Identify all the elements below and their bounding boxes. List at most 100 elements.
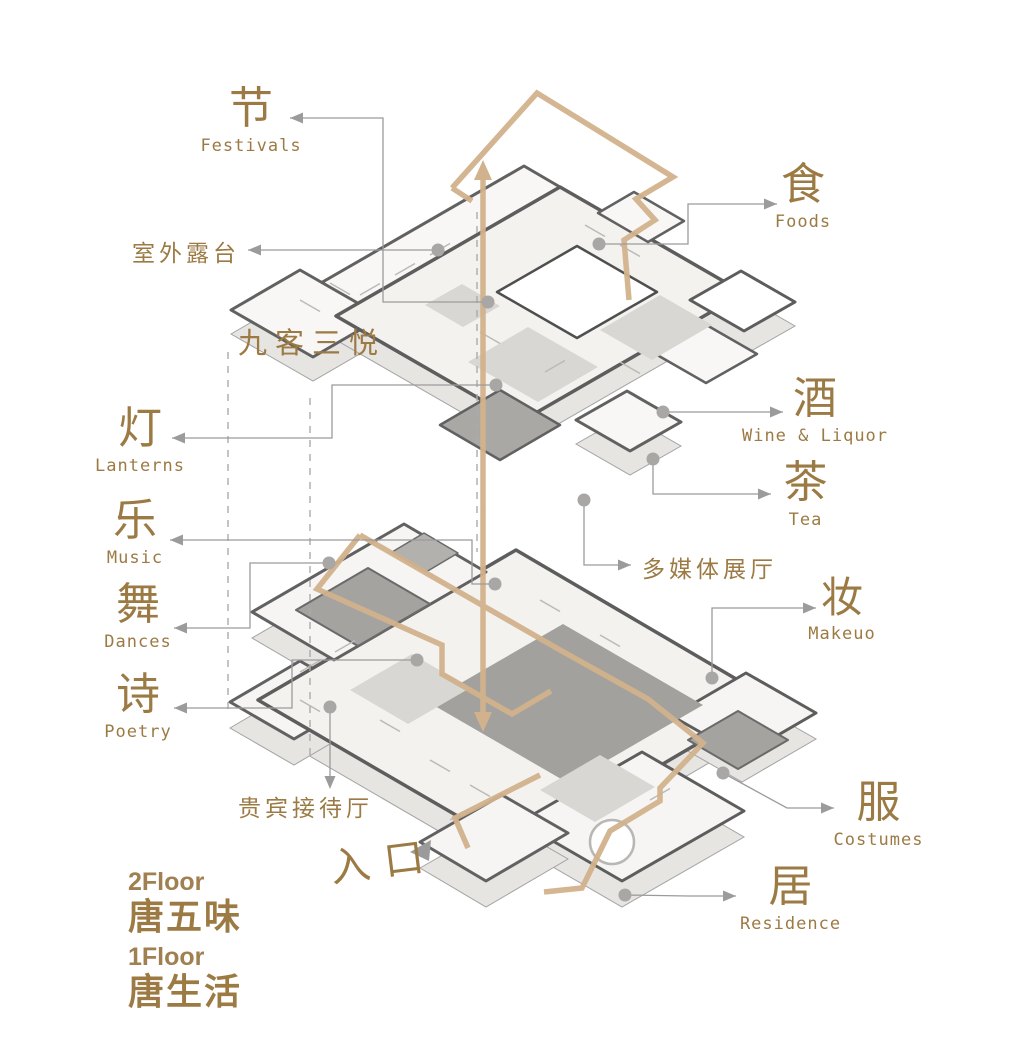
foods-zh: 食 — [781, 159, 825, 210]
room-label-lanterns: 灯 Lanterns — [90, 403, 190, 477]
tea-en: Tea — [788, 510, 823, 531]
room-label-foods: 食 Foods — [748, 159, 858, 233]
entrance-arrow-icon — [410, 840, 431, 861]
leader-makeup — [711, 607, 816, 678]
leader-dances — [174, 562, 329, 629]
room-label-music: 乐 Music — [85, 495, 185, 569]
room-label-makeup: 妆 Makeuo — [792, 573, 892, 645]
projection-dashed-lines — [227, 212, 478, 758]
2f-courtyard-patch — [468, 327, 598, 402]
annotation-multimedia: 多媒体展厅 — [642, 557, 777, 583]
1f-east-room-dark — [687, 710, 789, 770]
arrow-left-icon — [174, 702, 187, 714]
festivals-zh: 节 — [229, 83, 273, 134]
2f-central-room — [495, 244, 659, 340]
tea-zh: 茶 — [783, 457, 828, 508]
route-arrow-down-icon — [474, 712, 492, 732]
leader-dot — [489, 378, 503, 392]
costumes-en: Costumes — [833, 830, 924, 851]
legend-1floor-name: 唐生活 — [128, 971, 243, 1012]
leader-dot — [488, 577, 502, 591]
annotation-nine-guests: 九客三悦 — [238, 326, 387, 360]
leader-music — [170, 539, 495, 585]
floor-legend: 2Floor 唐五味 1Floor 唐生活 — [128, 870, 242, 1020]
leader-dot — [618, 888, 632, 902]
room-label-residence: 居 Residence — [738, 861, 843, 935]
wine-en: Wine & Liquor — [741, 426, 889, 447]
leader-tea — [652, 459, 771, 495]
route-entrance-spur — [451, 772, 542, 850]
arrow-left-icon — [290, 112, 303, 124]
arrow-right-icon — [803, 602, 816, 614]
leader-residence — [624, 894, 736, 897]
arrow-right-icon — [764, 198, 777, 210]
wine-zh: 酒 — [793, 373, 837, 424]
room-label-poetry: 诗 Poetry — [88, 669, 188, 743]
room-label-festivals: 节 Festivals — [195, 83, 307, 157]
lanterns-zh: 灯 — [118, 403, 162, 454]
route-1f-upper — [358, 532, 708, 895]
arrow-left-icon — [174, 622, 187, 634]
leader-dot — [323, 700, 337, 714]
leader-multimedia — [583, 500, 631, 566]
visitor-route — [312, 89, 708, 895]
poetry-en: Poetry — [104, 722, 172, 743]
legend-1floor-label: 1Floor — [128, 943, 205, 971]
makeup-zh: 妆 — [820, 573, 863, 622]
leader-dot — [592, 237, 606, 251]
leader-dot — [705, 671, 719, 685]
music-en: Music — [106, 548, 164, 569]
legend-2floor-label: 2Floor — [128, 868, 205, 896]
room-label-dances: 舞 Dances — [88, 581, 188, 653]
route-roof-left — [450, 185, 474, 204]
foods-en: Foods — [774, 212, 832, 233]
annotation-terrace: 室外露台 — [132, 241, 240, 267]
leader-dots — [322, 237, 730, 902]
2f-sw-room-floor — [438, 388, 562, 462]
music-zh: 乐 — [113, 495, 157, 546]
legend-2floor-name: 唐五味 — [128, 896, 243, 937]
leader-lanterns — [172, 384, 496, 439]
arrow-right-icon — [758, 488, 771, 500]
arrow-left-icon — [248, 244, 261, 256]
room-label-tea: 茶 Tea — [758, 457, 853, 531]
makeup-en: Makeuo — [808, 624, 876, 645]
leader-dot — [716, 766, 730, 780]
lanterns-en: Lanterns — [95, 456, 185, 477]
2f-south-room-floor — [574, 389, 683, 453]
festivals-en: Festivals — [200, 136, 302, 157]
route-arrowheads — [474, 160, 492, 732]
arrow-down-icon — [324, 776, 336, 789]
dances-en: Dances — [104, 632, 172, 653]
2f-east-room-floor — [688, 269, 797, 333]
leader-dot — [646, 452, 660, 466]
leader-dot — [410, 653, 424, 667]
leader-dot — [577, 493, 591, 507]
2f-courtyard-patch — [600, 295, 712, 360]
1f-central-hall — [428, 624, 703, 783]
leader-arrowheads — [170, 112, 834, 902]
room-label-wine: 酒 Wine & Liquor — [736, 373, 894, 447]
route-roof-loop — [449, 89, 679, 301]
leader-dot — [322, 556, 336, 570]
residence-en: Residence — [739, 914, 842, 935]
leader-dot — [481, 295, 495, 309]
arrow-left-icon — [170, 534, 183, 546]
arrow-right-icon — [770, 406, 783, 418]
leader-festivals — [290, 117, 488, 303]
annotation-vip: 贵宾接待厅 — [238, 796, 373, 822]
poetry-zh: 诗 — [116, 669, 160, 720]
arrow-left-icon — [172, 432, 185, 444]
leader-foods — [599, 203, 777, 245]
leader-dot — [431, 243, 445, 257]
leader-costumes — [722, 772, 834, 809]
leader-lines — [170, 117, 834, 897]
room-label-costumes: 服 Costumes — [826, 779, 931, 851]
1f-courtyard-patch — [540, 755, 655, 822]
route-arrow-up-icon — [474, 160, 492, 180]
arrow-right-icon — [821, 802, 834, 814]
residence-zh: 居 — [768, 861, 813, 912]
arrow-right-icon — [723, 890, 736, 902]
